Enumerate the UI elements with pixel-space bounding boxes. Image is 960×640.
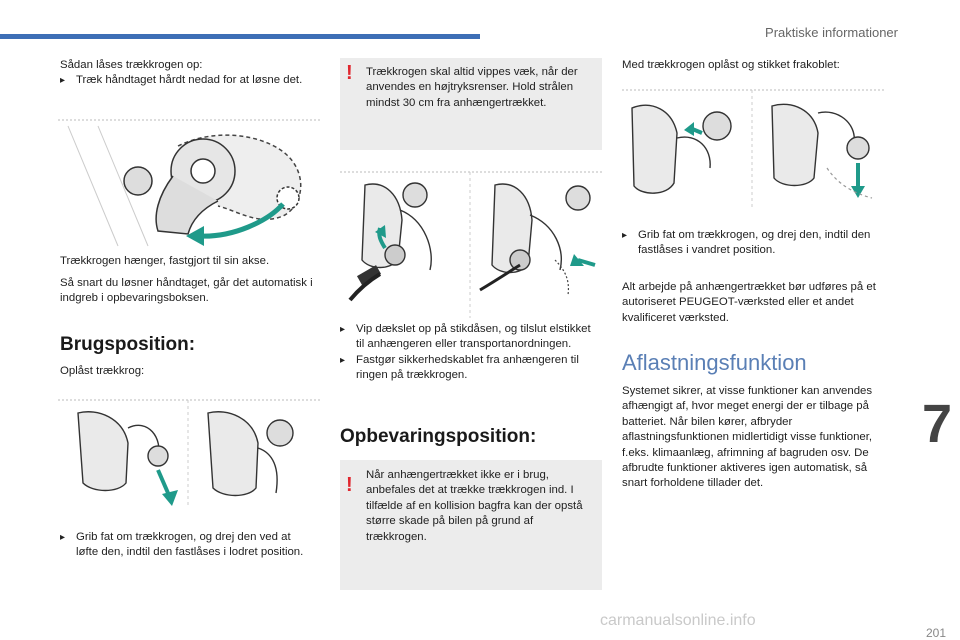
hitch-use-illustration	[58, 399, 320, 508]
page-number: 201	[925, 626, 946, 640]
chapter-tab	[916, 394, 960, 456]
use-position-bullet: ▸ Grib fat om trækkrogen, og drej den ve…	[60, 530, 310, 561]
arrow-bullet-icon: ▸	[622, 230, 628, 241]
hitch-stow-illustration	[622, 89, 884, 208]
auto-engage-para: Så snart du løsner håndtaget, går det au…	[60, 277, 313, 305]
chapter-number: 7	[921, 394, 952, 454]
unlocked-label: Oplåst trækkrog:	[60, 365, 145, 377]
section-title: Praktiske informationer	[765, 25, 898, 40]
arrow-bullet-icon: ▸	[340, 354, 346, 366]
watermark: carmanualsonline.info	[600, 612, 756, 629]
workshop-para: Alt arbejde på anhængertrækket bør udfør…	[622, 281, 876, 324]
load-shedding-body: Systemet sikrer, at visse funktioner kan…	[622, 385, 873, 490]
unlock-intro: Sådan låses trækkrogen op: ▸ Træk håndtag…	[60, 58, 310, 89]
warning-text-2: Når anhængertrækket ikke er i brug, anbe…	[366, 469, 583, 543]
stow-bullet: ▸ Grib fat om trækkrogen, og drej den, i…	[622, 228, 884, 259]
warning-box-pressure-washer: ! Trækkrogen skal altid vippes væk, når …	[340, 58, 602, 150]
arrow-bullet-icon: ▸	[340, 324, 346, 335]
unlock-bullet: Træk håndtaget hårdt nedad for at løsne …	[76, 74, 303, 87]
connect-bullet-1: Vip dækslet op på stikdåsen, og tilslut …	[356, 323, 591, 351]
hitch-unlock-illustration	[58, 119, 320, 247]
connect-bullets: ▸ Vip dækslet op på stikdåsen, og tilslut…	[340, 322, 602, 384]
exclamation-icon: !	[346, 474, 353, 496]
arrow-bullet-icon: ▸	[60, 532, 66, 543]
hang-para: Trækkrogen hænger, fastgjort til sin aks…	[60, 255, 270, 267]
exclamation-icon: !	[346, 62, 353, 84]
unlock-title: Sådan låses trækkrogen op:	[60, 59, 203, 71]
load-shedding-heading: Aflastningsfunktion	[622, 350, 807, 375]
use-position-heading: Brugsposition:	[60, 334, 196, 355]
warning-box-storage: ! Når anhængertrækket ikke er i brug, an…	[340, 460, 602, 590]
hitch-connect-illustration	[340, 171, 602, 318]
storage-intro: Med trækkrogen oplåst og stikket frakobl…	[622, 59, 840, 71]
top-accent-bar	[0, 34, 480, 39]
storage-position-heading: Opbevaringsposition:	[340, 426, 537, 447]
warning-text-1: Trækkrogen skal altid vippes væk, når de…	[366, 66, 578, 109]
stow-bullet-text: Grib fat om trækkrogen, og drej den, ind…	[638, 229, 871, 257]
arrow-bullet-icon: ▸	[60, 75, 66, 87]
connect-bullet-2: Fastgør sikkerhedskablet fra anhængeren …	[356, 353, 579, 382]
use-position-bullet-text: Grib fat om trækkrogen, og drej den ved …	[76, 531, 304, 559]
